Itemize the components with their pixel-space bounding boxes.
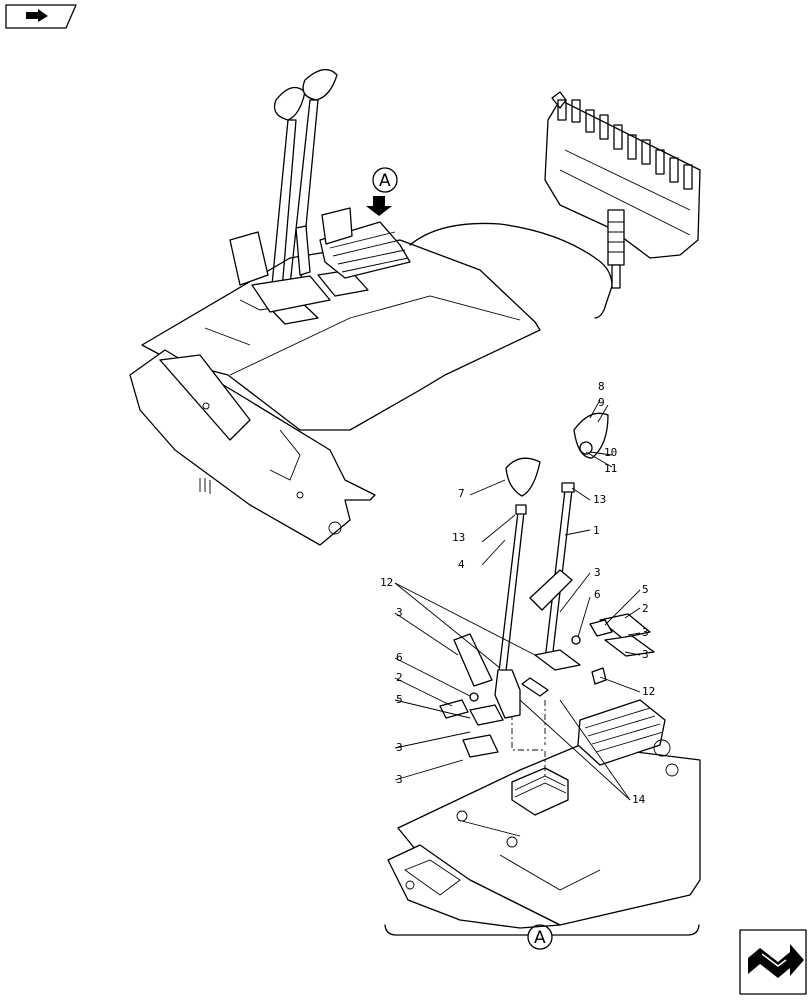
next-nav-icon[interactable] [739,929,807,995]
callout-8: 8 [598,380,605,393]
control-valve [544,91,701,289]
detail-callout-circle-bottom[interactable]: A [527,924,553,950]
callout-3-f: 3 [396,773,403,786]
side-panel [129,349,376,546]
callout-6-left: 6 [396,651,403,664]
callout-13-left: 13 [452,531,465,544]
detail-marker-bottom: A [534,928,546,948]
callout-14: 14 [632,793,646,806]
callout-3-b: 3 [396,606,403,619]
callout-4: 4 [458,558,465,571]
callout-5-left: 5 [396,693,403,706]
control-cable [409,222,613,319]
detail-marker-top: A [379,171,391,191]
overview-assembly [129,68,541,546]
detail-callout-circle-top[interactable]: A [372,167,398,193]
callout-1: 1 [593,524,600,537]
callout-labels: 8 9 10 11 7 13 13 1 4 3 12 5 6 2 3 3 3 6… [380,380,655,806]
knob-left [505,457,541,497]
callout-2-right: 2 [642,602,649,615]
callout-3-a: 3 [594,566,601,579]
overview-lever-left [271,119,297,291]
callout-11: 11 [604,462,617,475]
callout-2-left: 2 [396,671,403,684]
arrow-down-icon [366,196,392,216]
lever-4 [497,511,525,681]
callout-3-d: 3 [642,648,649,661]
callout-7: 7 [458,487,465,500]
leader-lines [394,399,641,801]
callout-13-right: 13 [593,493,606,506]
callout-3-e: 3 [396,741,403,754]
callout-10: 10 [604,446,617,459]
callout-12-right: 12 [642,685,655,698]
callout-5-right: 5 [642,583,649,596]
callout-3-c: 3 [642,626,649,639]
callout-6-right: 6 [594,588,601,601]
detail-bracket [384,924,700,936]
callout-12-left: 12 [380,576,393,589]
callout-9: 9 [598,396,605,409]
detail-view [387,412,701,929]
back-nav-icon[interactable] [5,4,77,29]
